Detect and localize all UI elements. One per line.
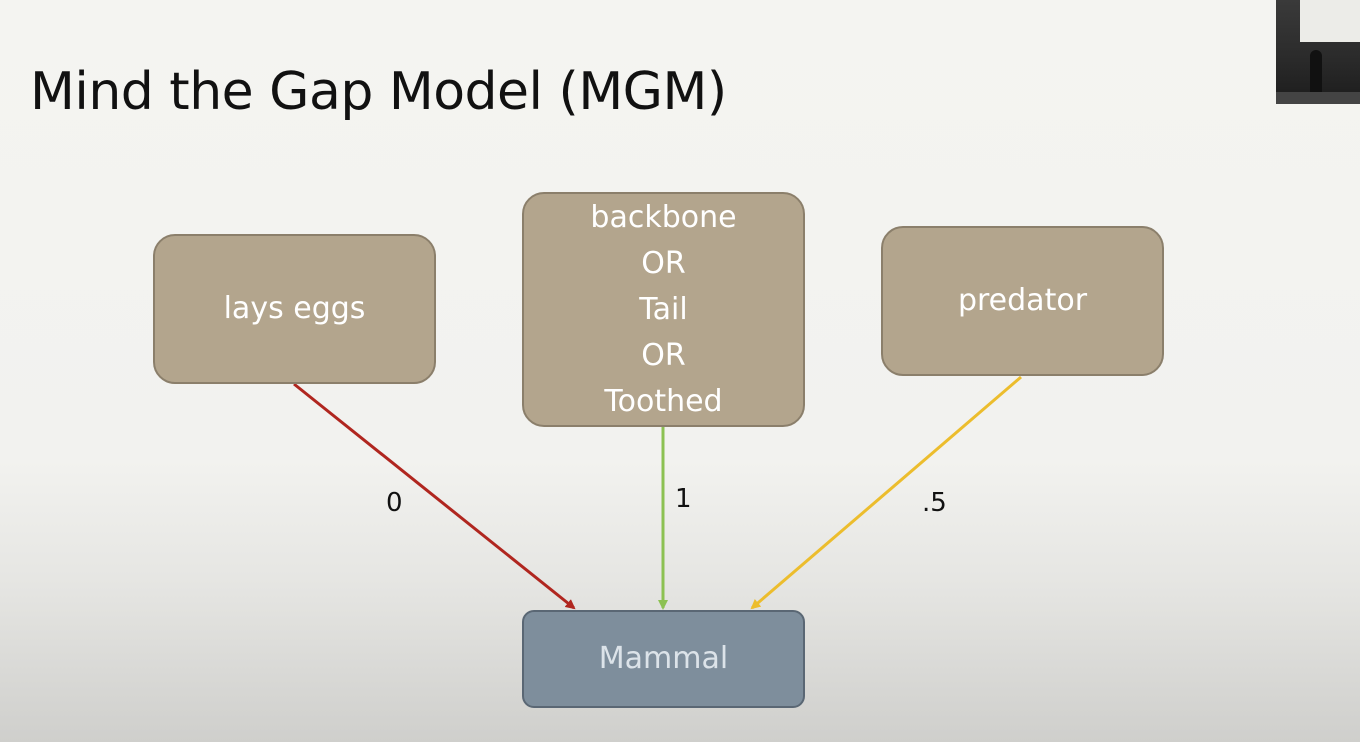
edge-lays-eggs-to-mammal — [293, 382, 576, 610]
node-label: lays eggs — [223, 291, 366, 326]
presenter-figure — [1310, 50, 1322, 96]
edge-predator-to-mammal — [750, 375, 1022, 610]
projector-screen — [1300, 0, 1360, 42]
edge-weight-predator: .5 — [922, 488, 947, 518]
node-label: predator — [957, 283, 1088, 318]
node-label: Mammal — [598, 641, 729, 676]
node-label: Tail — [639, 291, 688, 327]
node-mammal: Mammal — [522, 610, 805, 708]
lectern — [1276, 92, 1360, 104]
node-backbone-tail-toothed: backbone OR Tail OR Toothed — [522, 192, 805, 427]
presenter-video-thumbnail — [1276, 0, 1360, 104]
node-label: backbone — [590, 199, 737, 235]
node-label: OR — [641, 245, 686, 281]
edge-weight-backbone: 1 — [675, 484, 692, 514]
node-predator: predator — [881, 226, 1164, 376]
slide-title: Mind the Gap Model (MGM) — [30, 62, 727, 122]
node-lays-eggs: lays eggs — [153, 234, 436, 384]
edge-weight-lays-eggs: 0 — [386, 488, 403, 518]
node-label: Toothed — [604, 383, 723, 419]
node-label: OR — [641, 337, 686, 373]
